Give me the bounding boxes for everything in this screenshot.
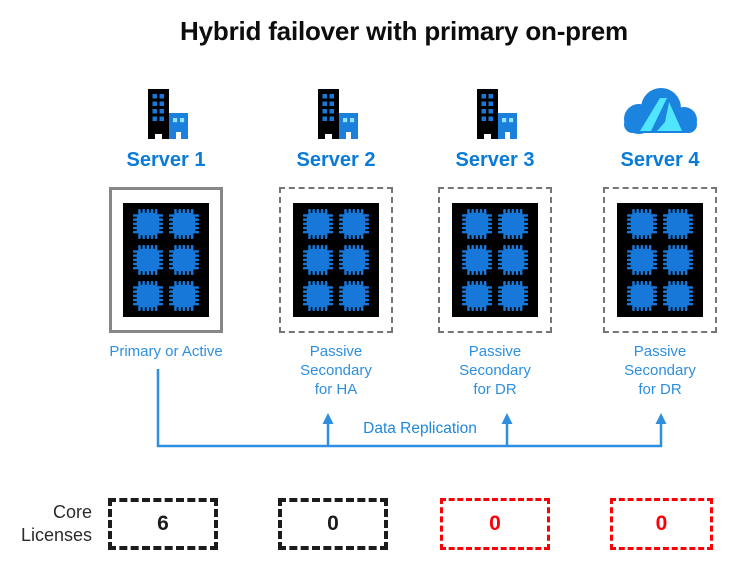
cpu-chip-icon [303, 209, 333, 239]
arrowhead-server-2 [322, 413, 334, 424]
cpu-chip-icon [133, 209, 163, 239]
server-2-icon-row [261, 84, 411, 140]
cpu-chip-icon [663, 209, 693, 239]
server-name: Server 1 [126, 149, 206, 171]
server-role-label: Passive Secondary for HA [300, 343, 372, 398]
license-box-server-2: 0 [278, 498, 388, 550]
license-box-server-1: 6 [108, 498, 218, 550]
server-name: Server 2 [296, 149, 376, 171]
azure-cloud-icon [614, 86, 706, 140]
office-building-icon [143, 88, 189, 140]
chip-grid [303, 209, 369, 311]
cpu-panel [617, 203, 703, 317]
server-2-column: Server 2 Passive Secondary for HA [261, 84, 411, 399]
cpu-chip-icon [303, 245, 333, 275]
cpu-chip-icon [498, 281, 528, 311]
cpu-chip-icon [169, 209, 199, 239]
arrowhead-server-3 [501, 413, 513, 424]
server-name: Server 4 [620, 149, 700, 171]
server-4-column: Server 4 Passive Secondary for DR [585, 84, 735, 399]
server-name: Server 3 [455, 149, 535, 171]
chip-grid [627, 209, 693, 311]
cpu-chip-icon [133, 281, 163, 311]
cpu-panel [123, 203, 209, 317]
cpu-chip-icon [339, 245, 369, 275]
cpu-chip-icon [627, 245, 657, 275]
license-count: 0 [327, 512, 339, 535]
arrowhead-server-4 [655, 413, 667, 424]
license-box-server-4: 0 [610, 498, 713, 550]
cpu-chip-icon [169, 281, 199, 311]
cpu-box-server-1 [109, 187, 223, 333]
server-role-label: Passive Secondary for DR [624, 343, 696, 398]
cpu-chip-icon [339, 209, 369, 239]
office-building-icon [472, 88, 518, 140]
cpu-panel [452, 203, 538, 317]
server-4-icon-row [585, 84, 735, 140]
cpu-chip-icon [462, 209, 492, 239]
server-role-label: Primary or Active [109, 343, 223, 360]
server-3-icon-row [420, 84, 570, 140]
license-count: 0 [655, 512, 668, 535]
cpu-chip-icon [169, 245, 199, 275]
chip-grid [133, 209, 199, 311]
cpu-chip-icon [663, 245, 693, 275]
server-1-icon-row [91, 84, 241, 140]
server-1-column: Server 1 Primary or Active [91, 84, 241, 362]
cpu-chip-icon [462, 245, 492, 275]
cpu-chip-icon [303, 281, 333, 311]
cpu-chip-icon [133, 245, 163, 275]
cpu-box-server-3 [438, 187, 552, 333]
cpu-chip-icon [339, 281, 369, 311]
license-count: 6 [157, 512, 169, 535]
server-3-column: Server 3 Passive Secondary for DR [420, 84, 570, 399]
cpu-box-server-2 [279, 187, 393, 333]
server-role-label: Passive Secondary for DR [459, 343, 531, 398]
license-box-server-3: 0 [440, 498, 550, 550]
cpu-chip-icon [663, 281, 693, 311]
chip-grid [462, 209, 528, 311]
cpu-chip-icon [627, 281, 657, 311]
cpu-panel [293, 203, 379, 317]
cpu-chip-icon [462, 281, 492, 311]
core-licenses-label: Core Licenses [20, 502, 92, 546]
cpu-chip-icon [627, 209, 657, 239]
data-replication-label: Data Replication [363, 420, 477, 437]
cpu-chip-icon [498, 209, 528, 239]
cpu-chip-icon [498, 245, 528, 275]
cpu-box-server-4 [603, 187, 717, 333]
office-building-icon [313, 88, 359, 140]
license-count: 0 [489, 512, 501, 535]
diagram-title: Hybrid failover with primary on-prem [180, 16, 628, 46]
